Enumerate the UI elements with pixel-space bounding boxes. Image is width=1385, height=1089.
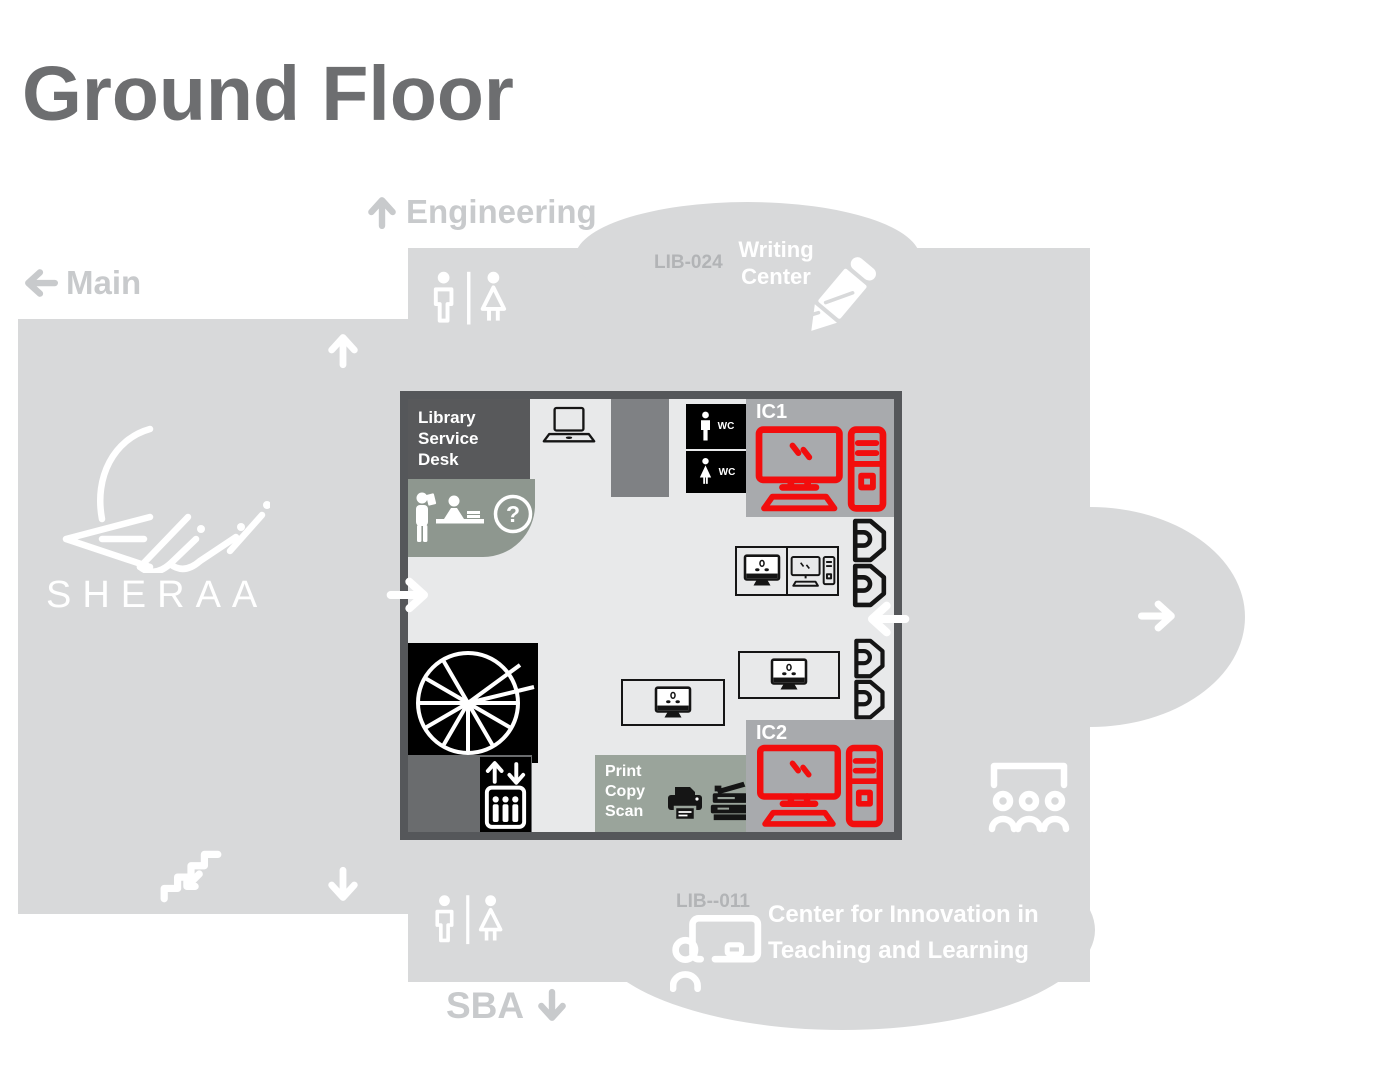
scan-line: Scan bbox=[605, 803, 644, 820]
elevator-icon bbox=[484, 761, 527, 829]
exit-engineering-label: Engineering bbox=[406, 193, 597, 230]
ic2-label: IC2 bbox=[756, 722, 788, 744]
elevator bbox=[480, 757, 531, 832]
writing-center-code: LIB-024 bbox=[654, 252, 723, 273]
exit-main-label: Main bbox=[66, 264, 142, 301]
print-copy-scan-zone: Print Copy Scan bbox=[595, 755, 750, 832]
stairs-down-icon bbox=[160, 850, 222, 903]
woman-icon bbox=[699, 457, 711, 484]
computer-table bbox=[621, 679, 725, 726]
man-icon bbox=[700, 411, 710, 440]
library-service-desk-zone: Library Service Desk bbox=[408, 399, 530, 479]
copier-icon bbox=[710, 781, 750, 821]
down-arrow-icon bbox=[328, 866, 358, 901]
ic1-zone: IC1 bbox=[746, 399, 894, 517]
down-arrow-icon bbox=[538, 988, 566, 1021]
left-arrow-icon bbox=[25, 269, 58, 297]
question-icon: ? bbox=[493, 494, 533, 534]
up-arrow-icon bbox=[328, 334, 358, 369]
spiral-staircase bbox=[408, 643, 538, 763]
citl-line1: Center for Innovation in bbox=[768, 901, 1039, 928]
presenter-icon bbox=[670, 914, 762, 992]
footprint-bottom-dome bbox=[590, 830, 1095, 1030]
pc-seat bbox=[786, 548, 837, 594]
monitor-icon bbox=[743, 554, 780, 586]
service-desk-icon-area: ? bbox=[408, 479, 535, 557]
wc-women: WC bbox=[686, 451, 746, 493]
monitor-icon bbox=[654, 685, 692, 717]
red-computer-icon bbox=[755, 426, 887, 512]
right-arrow-icon bbox=[1138, 600, 1175, 632]
wc-label: WC bbox=[718, 466, 736, 478]
print-copy-scan-label: Print Copy Scan bbox=[605, 762, 645, 822]
left-arrow-icon bbox=[868, 601, 910, 637]
spiral-stair-icon bbox=[416, 651, 535, 755]
copy-line: Copy bbox=[605, 783, 645, 800]
citl-code: LIB--011 bbox=[676, 891, 750, 912]
audience-icon bbox=[988, 762, 1070, 833]
pencil-icon bbox=[809, 257, 876, 331]
library-floor-plan: Library Service Desk ? bbox=[386, 391, 910, 840]
laptop-icon bbox=[542, 406, 596, 443]
exit-sba: SBA bbox=[446, 985, 568, 1027]
svg-text:?: ? bbox=[506, 501, 520, 527]
red-computer-icon bbox=[757, 744, 883, 828]
writing-center-line2: Center bbox=[741, 264, 811, 289]
restroom-icon bbox=[435, 895, 503, 945]
writing-center-line1: Writing bbox=[738, 237, 814, 262]
desktop-pc-icon bbox=[790, 556, 835, 587]
wc-label: WC bbox=[717, 421, 735, 432]
exit-engineering: Engineering bbox=[366, 193, 597, 231]
footprint-top-dome bbox=[575, 202, 920, 314]
writing-center-label: Writing Center bbox=[724, 236, 828, 290]
footprint-left-wing bbox=[18, 319, 408, 914]
monitor-seat bbox=[737, 548, 786, 594]
up-arrow-icon bbox=[368, 197, 396, 229]
pillar bbox=[611, 399, 669, 497]
ic2-zone: IC2 bbox=[746, 720, 894, 832]
shelf-icon bbox=[852, 518, 887, 608]
service-desk-line1: Library bbox=[418, 408, 476, 427]
restroom-icon bbox=[433, 271, 507, 325]
computer-table-double bbox=[735, 546, 839, 596]
footprint-entrance-bump bbox=[935, 507, 1245, 727]
sheraa-logo-icon bbox=[62, 425, 270, 573]
service-desk-icon bbox=[416, 492, 484, 542]
exit-main: Main bbox=[24, 264, 141, 302]
citl-line2: Teaching and Learning bbox=[768, 937, 1029, 964]
service-desk-line3: Desk bbox=[418, 450, 459, 469]
shelf-icon bbox=[854, 638, 885, 720]
citl-label: Center for Innovation in Teaching and Le… bbox=[768, 897, 1039, 969]
exit-sba-label: SBA bbox=[446, 985, 525, 1026]
sheraa-label: SHERAA bbox=[46, 574, 269, 616]
monitor-icon bbox=[770, 658, 808, 690]
print-line: Print bbox=[605, 763, 642, 780]
right-arrow-icon bbox=[386, 577, 428, 613]
printer-icon bbox=[668, 787, 702, 822]
wc-men: WC bbox=[686, 404, 746, 449]
ic1-label: IC1 bbox=[756, 401, 788, 423]
service-desk-line2: Service bbox=[418, 429, 479, 448]
page-title: Ground Floor bbox=[22, 51, 514, 137]
computer-table bbox=[738, 651, 840, 699]
